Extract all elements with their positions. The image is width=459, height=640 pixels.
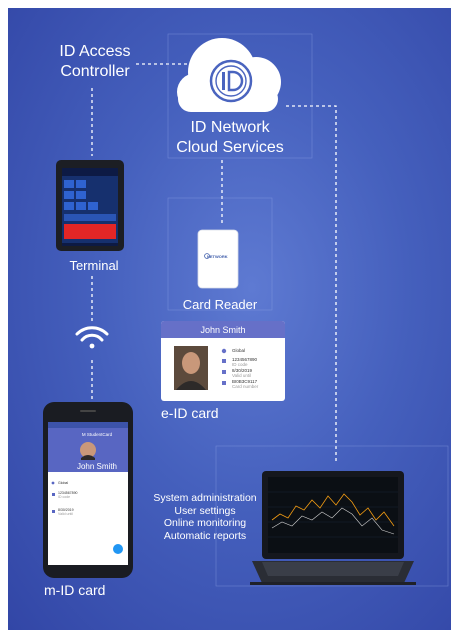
phone-row-value: Global xyxy=(58,481,69,485)
phone-row-value: 1234567890 xyxy=(58,491,78,495)
eid-valid-icon xyxy=(222,370,226,374)
feature-item: User settings xyxy=(174,504,236,517)
eid-row-value: 8/30/2019 xyxy=(232,368,253,373)
reader-logo-icon xyxy=(204,253,210,259)
eid-row-value: 1234567890 xyxy=(232,357,258,362)
laptop-chart-line-white xyxy=(271,507,395,535)
eid-global-icon xyxy=(221,348,227,354)
phone-user-name: John Smith xyxy=(76,462,118,471)
phone-app-title: M StudentCard xyxy=(81,432,113,437)
cloud-services-label: ID Network Cloud Services xyxy=(160,118,300,158)
cloud-icon xyxy=(177,38,281,112)
eid-idcode-icon xyxy=(222,359,226,363)
terminal-device xyxy=(56,160,124,251)
eid-row-value: BI0B3C9117 xyxy=(232,379,258,384)
phone-avatar xyxy=(80,442,96,458)
feature-item: Online monitoring xyxy=(163,517,247,529)
eid-row-global: Global xyxy=(232,348,245,353)
smartphone-device xyxy=(43,402,133,578)
wifi-icon xyxy=(75,326,109,349)
id-logo-icon xyxy=(209,59,253,103)
eid-cardno-icon xyxy=(222,381,226,385)
phone-row-sub: Valid until xyxy=(58,512,73,516)
cloud-services-label-line1: ID Network xyxy=(190,119,270,136)
eid-row-value: Global xyxy=(232,348,246,353)
phone-row-value: 8/30/2019 xyxy=(58,508,74,512)
laptop-chart-line-orange xyxy=(271,493,395,527)
eid-row-sub: Card number xyxy=(232,384,259,389)
laptop-device xyxy=(250,471,416,585)
eid-row-sub: Valid until xyxy=(232,373,252,378)
guide-frame-laptop xyxy=(215,445,449,587)
guide-frame-reader xyxy=(167,197,273,311)
access-controller-label-line2: Controller xyxy=(60,63,130,80)
feature-item: System administration xyxy=(153,492,257,504)
guide-frames xyxy=(167,33,449,587)
reader-brand-text: NETWORK xyxy=(207,254,228,259)
phone-idcode-icon xyxy=(52,493,55,496)
connector-cloud-laptop xyxy=(286,105,337,462)
guide-frame-cloud xyxy=(167,33,313,159)
eid-card-graphic xyxy=(161,321,285,401)
phone-global-icon xyxy=(51,481,55,485)
access-controller-label-line1: ID Access xyxy=(59,43,131,60)
mid-card-label: m-ID card xyxy=(44,582,106,598)
eid-card-label: e-ID card xyxy=(161,405,219,421)
features-list: System administration User settings Onli… xyxy=(148,492,262,542)
card-reader-device xyxy=(197,229,239,289)
phone-row-global: Global xyxy=(58,481,68,485)
eid-row-sub: ID code xyxy=(232,362,248,367)
access-controller-label: ID Access Controller xyxy=(40,42,150,82)
feature-item: Automatic reports xyxy=(163,529,247,542)
phone-valid-icon xyxy=(52,510,55,513)
phone-row-sub: ID code xyxy=(58,495,71,499)
cloud-services-label-line2: Cloud Services xyxy=(176,139,284,156)
eid-card-name: John Smith xyxy=(200,325,246,335)
terminal-label: Terminal xyxy=(69,258,119,273)
phone-fab-button xyxy=(113,544,123,554)
card-reader-label: Card Reader xyxy=(182,297,258,312)
connector-lines xyxy=(91,63,337,462)
